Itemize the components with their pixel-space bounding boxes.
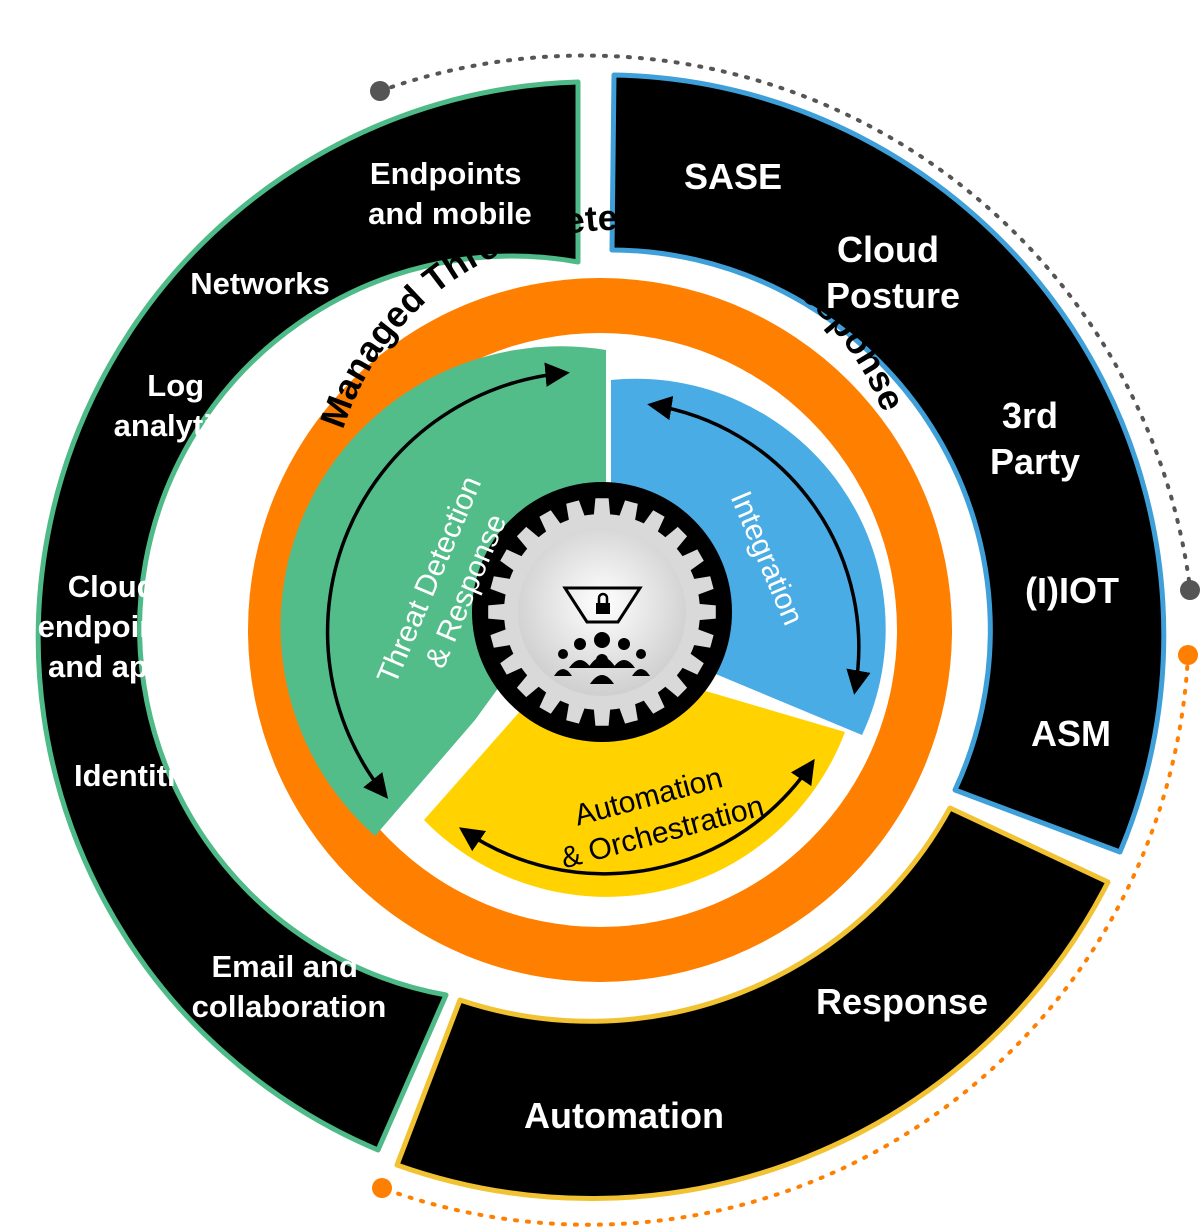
endpoints-line-1: Endpoints (370, 156, 522, 191)
third-party-line-2: Party (990, 441, 1080, 482)
label-3rd-party: 3rd Party (990, 395, 1080, 482)
log-line-2: analytics (114, 408, 247, 443)
log-line-1: Log (147, 368, 204, 403)
label-endpoints-mobile: Endpoints and mobile (368, 156, 532, 231)
cloud-posture-line-1: Cloud (837, 229, 939, 270)
segment-right (609, 72, 1167, 855)
label-response: Response (816, 981, 988, 1022)
dot-orange-end (372, 1178, 392, 1198)
dotted-arc-orange (380, 653, 1190, 1227)
gear-tooth (593, 707, 611, 726)
gear-tooth (593, 498, 611, 517)
email-line-1: Email and (211, 949, 357, 984)
arrow-threat-cycle (325, 362, 570, 799)
label-sase: SASE (684, 156, 782, 197)
dot-gray-start (370, 81, 390, 101)
label-networks: Networks (190, 266, 330, 301)
segment-bottom (394, 805, 1111, 1202)
label-cloud-endpoints: Cloud endpoints and apps (38, 569, 195, 684)
segment-left (35, 79, 581, 1153)
gear-tooth (488, 603, 507, 621)
label-identities: Identities (74, 758, 210, 793)
label-log-analytics: Log analytics (114, 368, 247, 443)
label-automation-outer: Automation (524, 1095, 724, 1136)
gear-tooth (697, 603, 716, 621)
cloud-endpoints-line-3: and apps (48, 649, 184, 684)
email-line-2: collaboration (192, 989, 387, 1024)
dot-orange-start (1178, 645, 1198, 665)
cloud-endpoints-line-2: endpoints (38, 609, 186, 644)
dotted-arc-gray (378, 53, 1192, 590)
label-cloud-posture: Cloud Posture (826, 229, 960, 316)
arrow-automation-cycle (458, 758, 815, 876)
endpoints-line-2: and mobile (368, 196, 532, 231)
third-party-line-1: 3rd (1002, 395, 1058, 436)
dot-gray-end (1180, 580, 1200, 600)
cloud-posture-line-2: Posture (826, 275, 960, 316)
arrow-integration-cycle (647, 395, 871, 695)
label-asm: ASM (1031, 713, 1111, 754)
cloud-endpoints-line-1: Cloud (68, 569, 156, 604)
label-email-collaboration: Email and collaboration (192, 949, 387, 1024)
label-iiot: (I)IOT (1025, 570, 1119, 611)
